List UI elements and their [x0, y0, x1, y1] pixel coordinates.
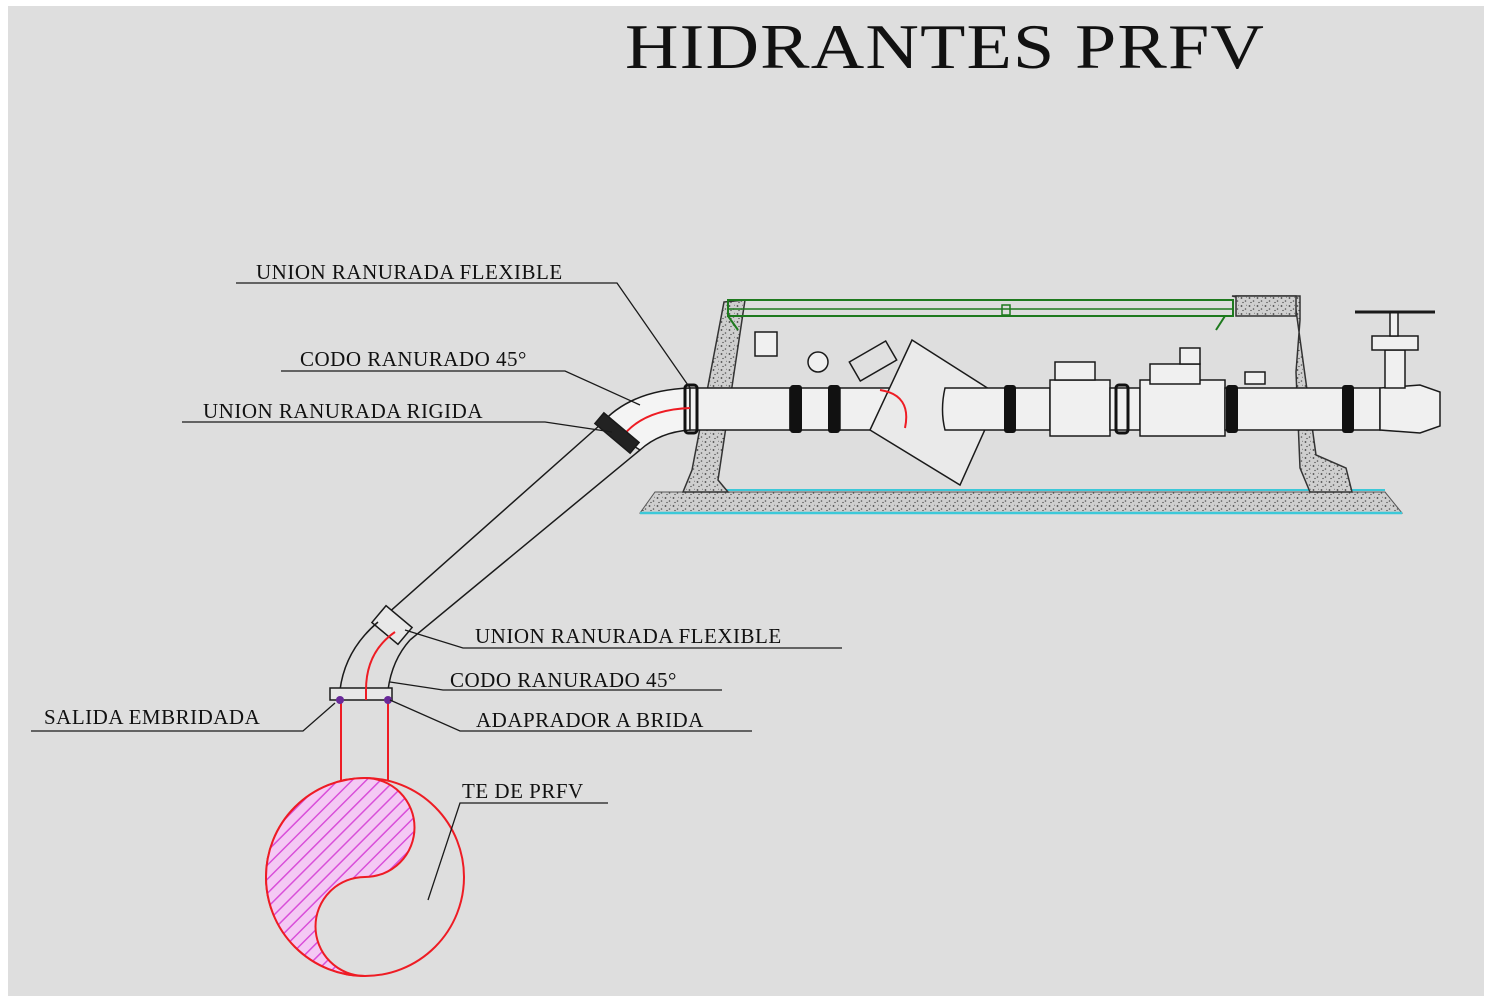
horizontal-pipe — [598, 310, 1441, 487]
label-codo-45-top: CODO RANURADO 45° — [300, 347, 527, 371]
page-title: HIDRANTES PRFV — [625, 11, 1265, 82]
grooved-couplings — [683, 383, 1354, 435]
concrete-support-right — [1231, 295, 1353, 493]
label-salida-embridada: SALIDA EMBRIDADA — [44, 705, 261, 729]
tee-prfv — [265, 776, 465, 977]
inclined-pipe — [370, 411, 641, 646]
green-support-bar — [727, 299, 1234, 331]
label-union-rigida: UNION RANURADA RIGIDA — [203, 399, 483, 423]
flange-bolts — [336, 696, 392, 704]
label-union-flexible-top: UNION RANURADA FLEXIBLE — [256, 260, 563, 284]
label-codo-45-bottom: CODO RANURADO 45° — [450, 668, 677, 692]
concrete-slab — [639, 489, 1404, 515]
label-union-flexible-bottom: UNION RANURADA FLEXIBLE — [475, 624, 782, 648]
leader-lines — [31, 282, 842, 901]
bottom-elbow — [329, 621, 411, 701]
label-te-prfv: TE DE PRFV — [462, 779, 584, 803]
label-adaptador-brida: ADAPRADOR A BRIDA — [476, 708, 704, 732]
